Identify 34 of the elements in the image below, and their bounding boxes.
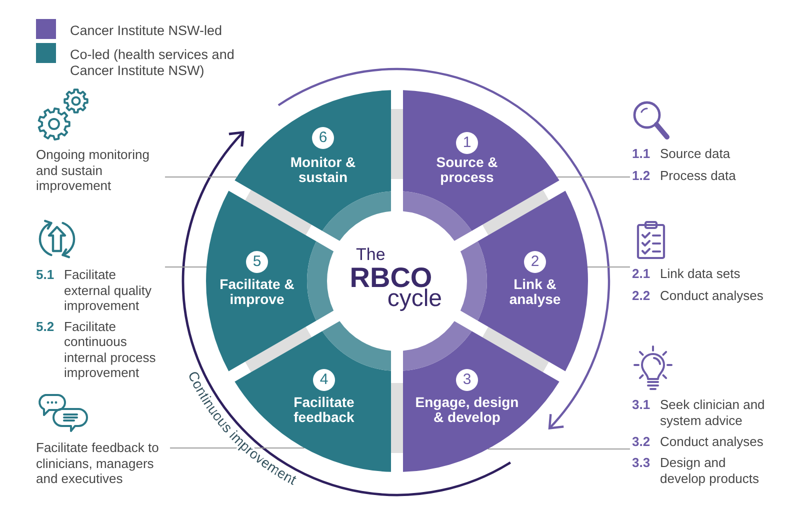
leader-line: [556, 176, 630, 178]
item-text: Source data: [660, 146, 731, 162]
segment-label: Source & process: [436, 155, 498, 185]
item-number: 3.1: [632, 397, 650, 413]
item-number: 1.1: [632, 146, 650, 162]
leader-line: [487, 448, 630, 450]
leader-line: [164, 176, 238, 178]
item-number: 3.3: [632, 455, 650, 471]
segment-label: Link & analyse: [509, 277, 561, 307]
leader-line: [586, 266, 630, 268]
item-text: Design and develop products: [660, 455, 760, 487]
segment-label: Engage, design & develop: [415, 395, 519, 425]
item-number: 1.2: [632, 168, 650, 184]
item-number: 3.2: [632, 434, 650, 450]
segment-label: Monitor & sustain: [290, 155, 356, 185]
legend-text: Cancer Institute NSW-led: [70, 23, 223, 39]
item-text: Link data sets: [660, 266, 741, 282]
segment-label: Facilitate feedback: [293, 395, 355, 425]
legend-text: Co-led (health services and Cancer Institute NSW): [70, 47, 235, 79]
item-text: Process data: [660, 168, 737, 184]
item-text: Conduct analyses: [660, 434, 764, 450]
item-text: Facilitate external quality improvement: [64, 267, 152, 314]
title-text: The: [356, 245, 386, 265]
item-number: 5.2: [36, 318, 54, 334]
item-number: 5.1: [36, 267, 54, 282]
leader-line: [164, 266, 208, 268]
item-text: Conduct analyses: [660, 288, 764, 304]
description-text: Facilitate feedback to clinicians, managers and executives: [36, 440, 160, 486]
segment-label: Facilitate & improve: [219, 277, 295, 307]
item-text: Seek clinician and system advice: [660, 397, 766, 429]
item-number: 2.1: [632, 266, 650, 282]
description-text: Ongoing monitoring and sustain improvement: [36, 147, 150, 194]
item-number: 2.2: [632, 288, 650, 304]
item-text: Facilitate continuous internal process improvement: [64, 318, 157, 380]
